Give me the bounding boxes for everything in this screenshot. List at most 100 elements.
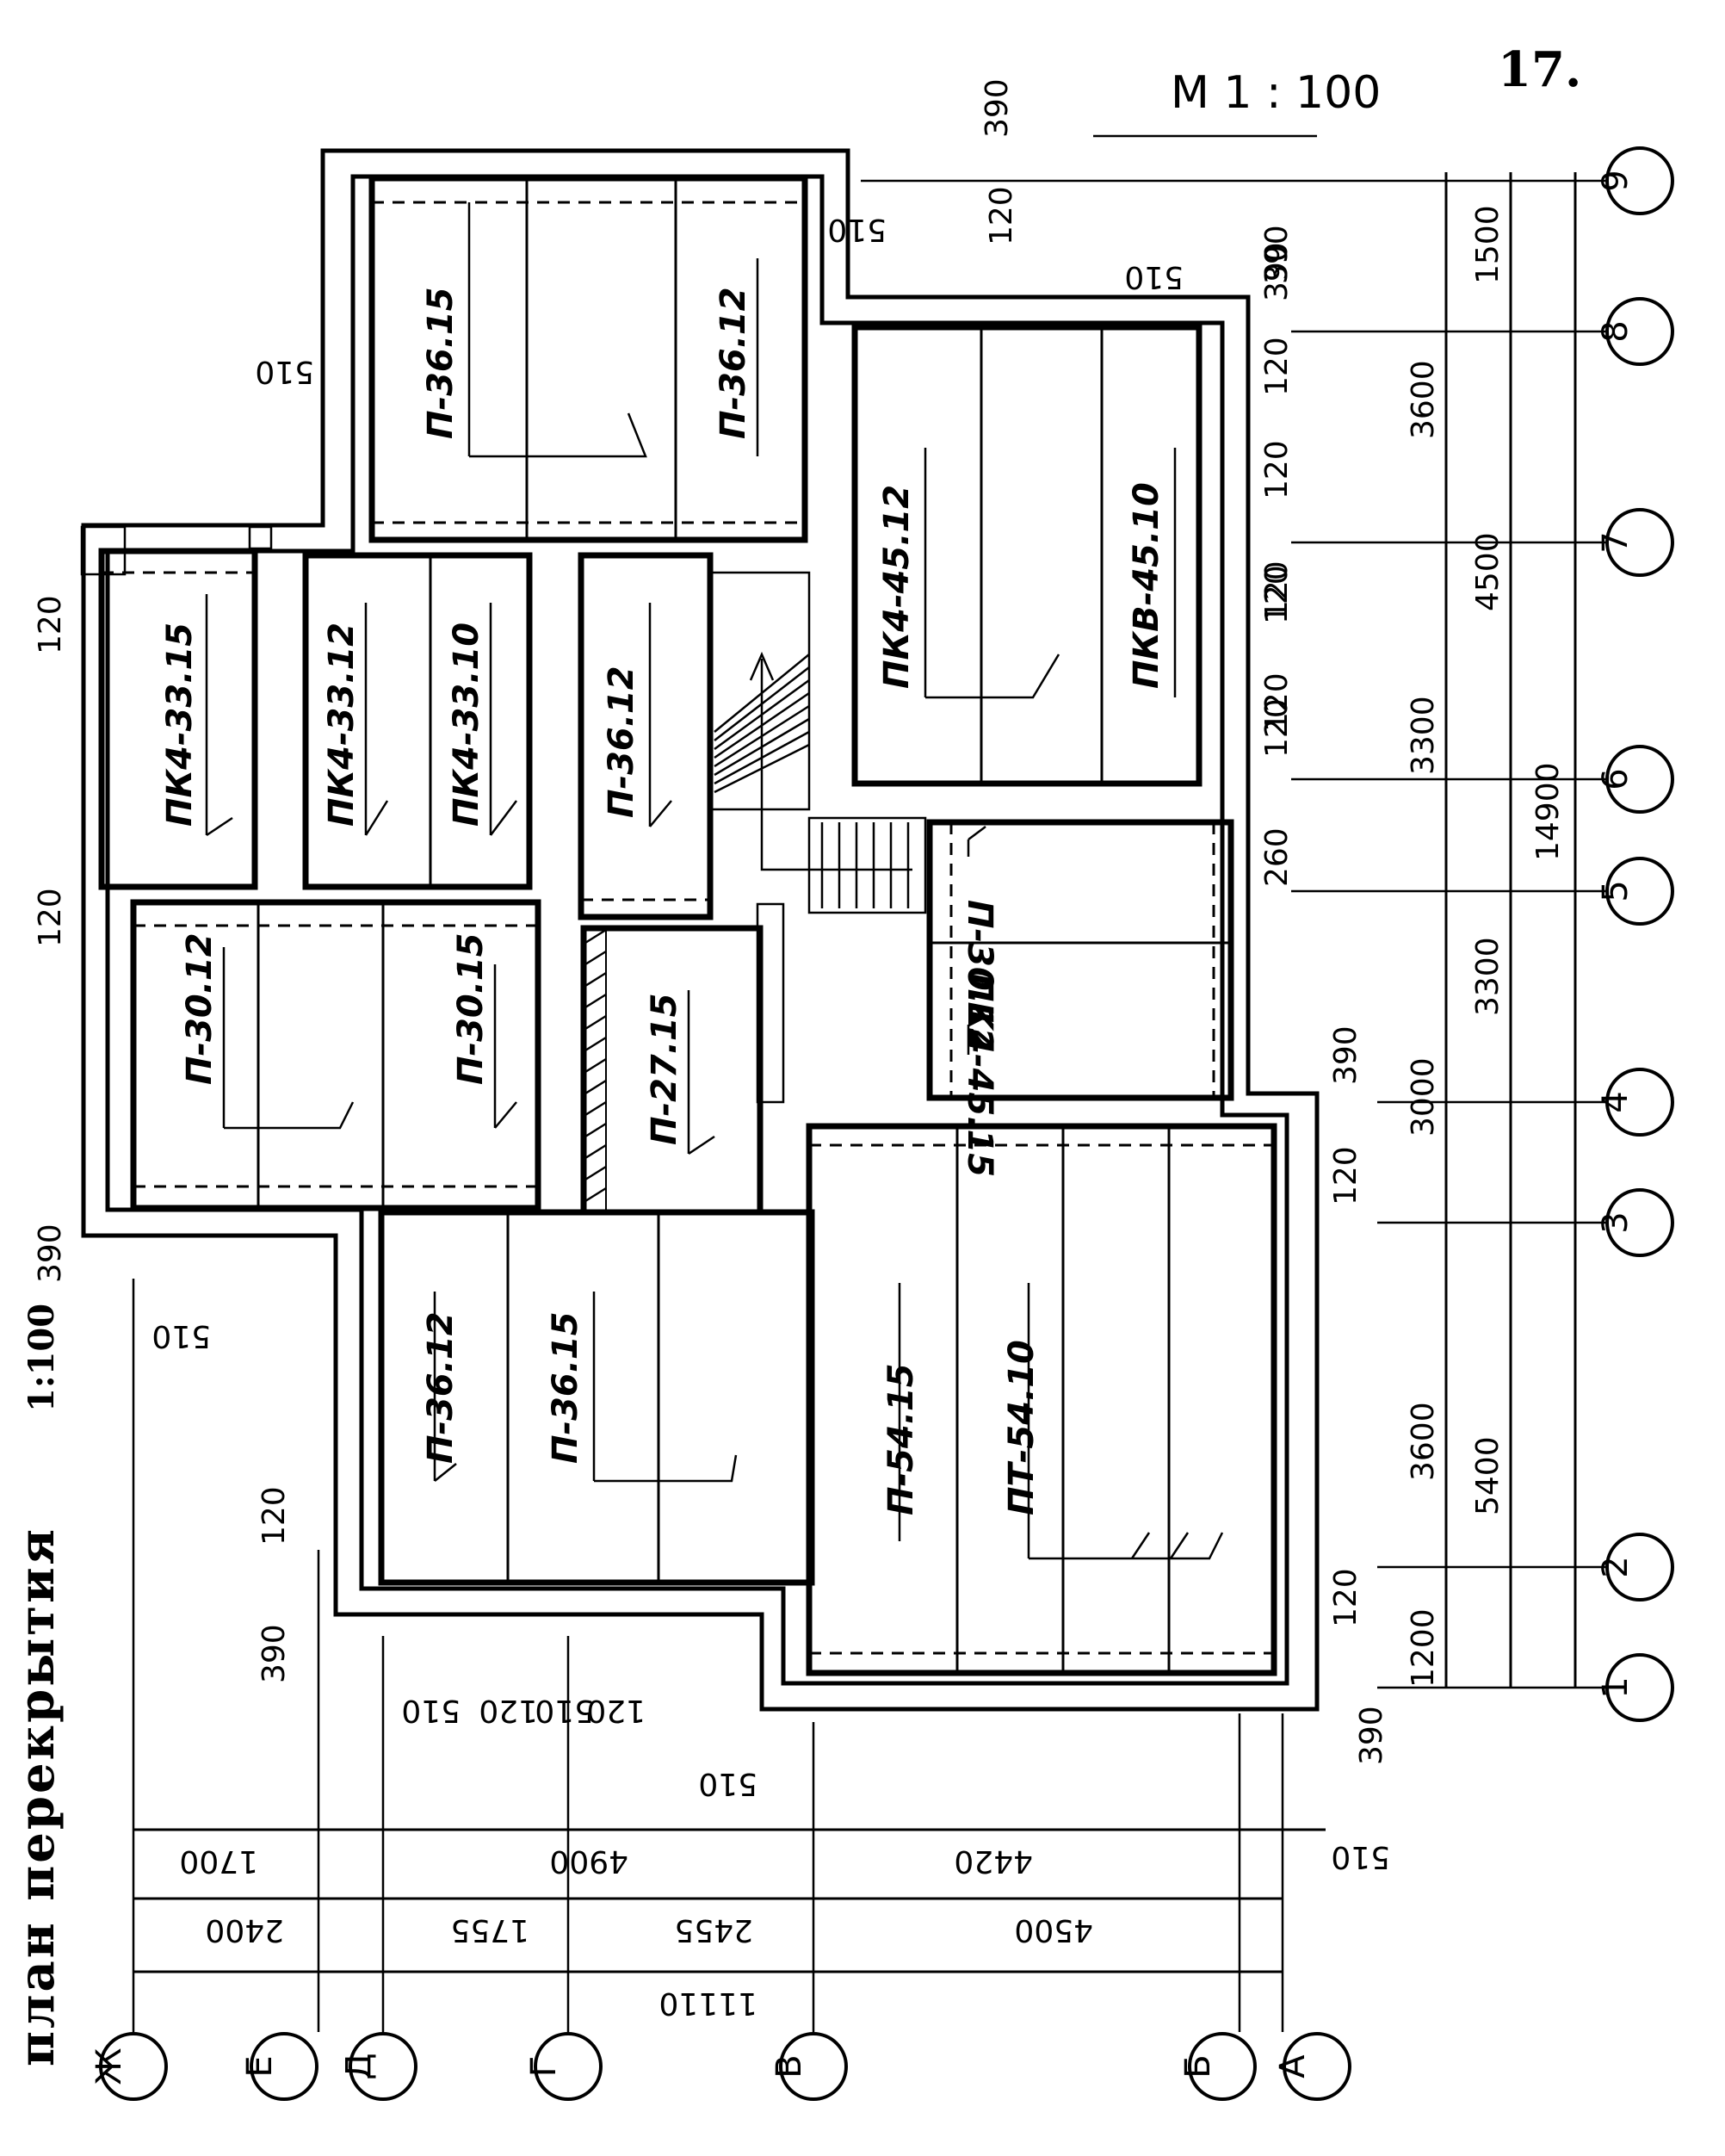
dim-value: 1500	[1470, 205, 1506, 284]
axis-label: Б	[1178, 2054, 1218, 2078]
dim-value: 120	[1328, 1568, 1363, 1627]
span-arrow	[687, 990, 715, 1155]
dim-value: 4500	[1014, 1912, 1093, 1948]
dim-value: 5400	[1470, 1436, 1506, 1515]
axis-bubbles: Ж Е Д Г В Б А 1 2 3 4 5 6 7 8 9	[90, 146, 1674, 2101]
slab-label: ПТ-54.10	[1002, 1340, 1042, 1515]
dim-value: 120	[1259, 561, 1295, 620]
dim-value: 120	[1259, 672, 1295, 732]
dim-value: 510	[1124, 259, 1184, 294]
span-arrow	[222, 947, 355, 1130]
dim-value: 120	[1259, 337, 1295, 396]
axis-bubble	[99, 2032, 168, 2101]
inner-wall	[105, 174, 1289, 1686]
dim-overall: 14900	[1530, 762, 1566, 861]
slab-label: ПК4-33.15	[160, 623, 200, 827]
hatch-lines	[584, 928, 607, 1203]
axis-bubble	[1283, 2032, 1351, 2101]
dim-value: 4420	[954, 1843, 1033, 1879]
dim-value: 4500	[1470, 532, 1506, 611]
dim-value: 390	[33, 1224, 68, 1283]
dim-value: 510	[255, 354, 314, 389]
title-text: план перекрытия	[9, 1527, 65, 2066]
span-arrow	[493, 964, 517, 1129]
dim-value: 120	[1328, 1146, 1363, 1205]
slab-label: ПК4-45.12	[877, 485, 917, 689]
slab-group-1	[368, 175, 808, 543]
slab-label: П-36.12	[714, 287, 753, 439]
axis-bubble	[1605, 857, 1674, 926]
axis-label: А	[1273, 2054, 1313, 2079]
dim-value: 510	[827, 212, 887, 247]
dims-bottom: 11110 2400 1755 2455 4500 1700 4900 4420…	[132, 1279, 1390, 2032]
dim-value: 120	[1259, 440, 1295, 499]
dim-value: 3300	[1406, 696, 1441, 775]
slab-group-5	[578, 552, 714, 920]
span-arrow	[592, 1292, 738, 1483]
slab-label: ПК4-33.12	[322, 623, 362, 827]
stair-path	[760, 659, 912, 871]
slab-group-3	[98, 548, 258, 890]
axis-bubble	[1188, 2032, 1257, 2101]
dim-value: 120	[1259, 698, 1295, 758]
stair-flight-upper	[708, 571, 811, 811]
dim-value: 2400	[205, 1912, 284, 1948]
axis-label: Д	[339, 2053, 379, 2079]
span-arrow	[648, 603, 672, 827]
axis-bubble	[250, 2032, 318, 2101]
walls	[80, 148, 1320, 1712]
slab-label: ПКВ-45.10	[1127, 482, 1166, 689]
slab-label: П-36.15	[421, 287, 461, 439]
dim-value: 1755	[450, 1912, 529, 1948]
dim-value: 390	[1354, 1706, 1389, 1765]
axis-bubble	[1605, 508, 1674, 577]
dims-right: 14900 5400 4500 1500 1200 3600 3000 3300…	[33, 78, 1577, 1688]
dim-value: 1700	[179, 1843, 258, 1879]
axis-bubble	[1605, 1068, 1674, 1137]
axis-bubble	[1605, 1533, 1674, 1602]
dim-value: 510	[151, 1318, 211, 1354]
dim-value: 120	[257, 1486, 292, 1546]
dim-value: 510	[401, 1693, 461, 1728]
dim-value: 390	[257, 1624, 292, 1683]
slab-label: П-36.12	[602, 666, 641, 818]
dim-value: 1200	[1406, 1608, 1441, 1688]
axis-label: Г	[524, 2056, 564, 2077]
dim-value: 120	[479, 1693, 538, 1728]
slab-groups	[98, 175, 1277, 1676]
slab-label: П-54.15	[881, 1363, 921, 1515]
span-arrow	[489, 603, 517, 836]
axis-label: В	[770, 2054, 809, 2078]
axis-label: Ж	[90, 2048, 129, 2085]
dim-value: 510	[535, 1693, 594, 1728]
dim-overall: 11110	[658, 1986, 757, 2021]
dim-value: 120	[1259, 565, 1295, 624]
slab-label: ПК4-45.15	[960, 973, 999, 1177]
plan-title: план перекрытия 1:100	[9, 1304, 65, 2066]
slab-group-2	[851, 324, 1203, 787]
slab-group-4	[302, 552, 533, 890]
dim-value: 2455	[674, 1912, 753, 1948]
slab-group-10	[806, 1123, 1277, 1676]
slab-label: П-36.15	[546, 1311, 585, 1464]
sheet-number: 17.	[1498, 41, 1581, 98]
dim-value: 120	[33, 595, 68, 654]
dim-value: 390	[1328, 1025, 1363, 1085]
axis-bubble	[779, 2032, 848, 2101]
slab-label: П-30.12	[960, 900, 999, 1052]
staircase	[708, 571, 927, 1104]
span-arrow	[924, 448, 1060, 699]
slab-group-7	[130, 899, 541, 1211]
dim-value: 390	[1259, 225, 1295, 284]
slab-label: П-30.12	[180, 932, 219, 1085]
dim-value: 3300	[1470, 937, 1506, 1016]
title-scale: 1:100	[22, 1304, 62, 1412]
slab-labels: П-36.15 П-36.12 ПК4-45.12 ПКВ-45.10 ПК4-…	[160, 202, 1224, 1560]
scale-label: М 1 : 100	[1171, 67, 1381, 119]
dim-value: 120	[586, 1693, 646, 1728]
span-arrow	[433, 1292, 457, 1482]
dim-value: 390	[1259, 242, 1295, 301]
stair-treads	[820, 822, 910, 908]
dim-value: 390	[980, 78, 1015, 138]
axis-bubble	[1605, 745, 1674, 814]
